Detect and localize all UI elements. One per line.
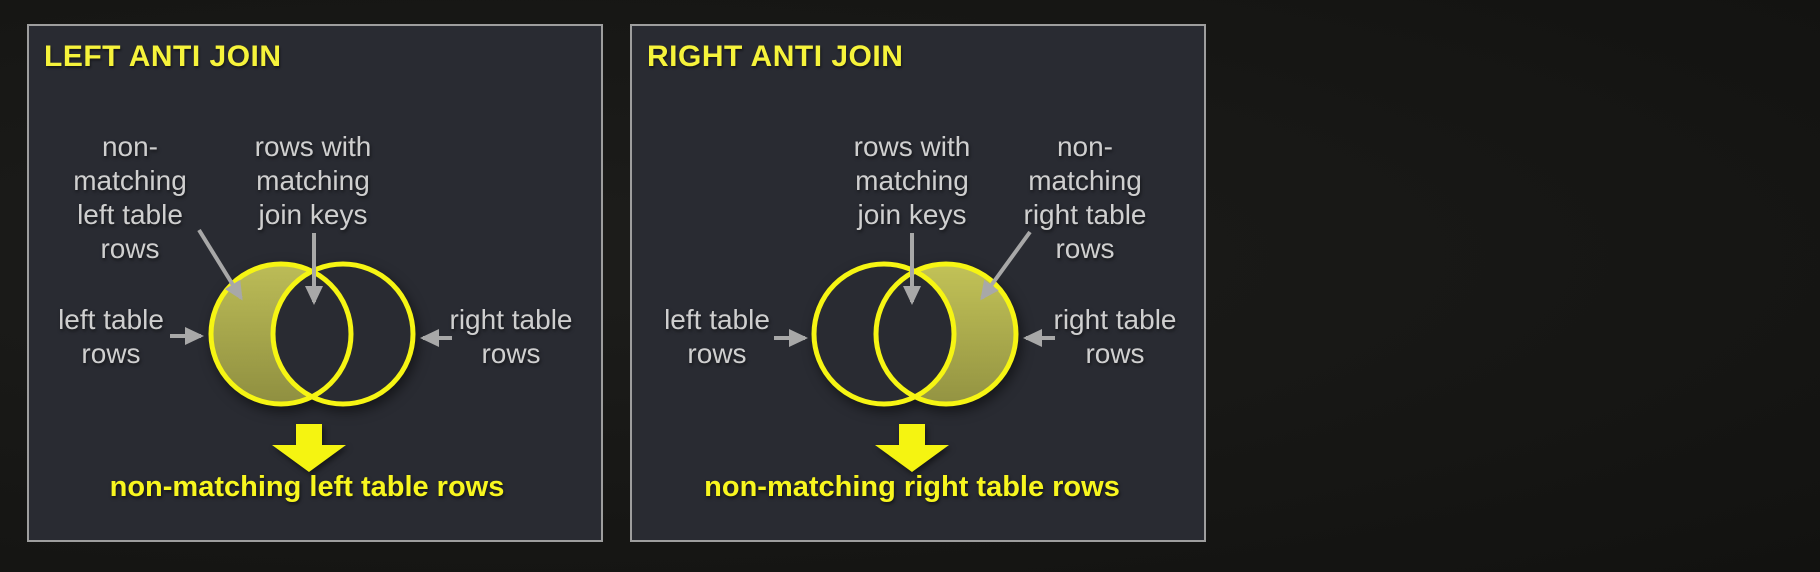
panel-title: RIGHT ANTI JOIN <box>647 40 904 73</box>
non-matching-right-label: non- matching right table rows <box>1023 131 1147 264</box>
left-anti-join-panel: LEFT ANTI JOIN non- matching left table … <box>27 24 603 542</box>
result-label: non-matching right table rows <box>704 471 1120 503</box>
non-matching-arrow-icon <box>980 230 1032 301</box>
matching-join-keys-label: rows with matching join keys <box>254 131 372 230</box>
result-label: non-matching left table rows <box>109 471 505 503</box>
right-anti-join-panel: RIGHT ANTI JOIN rows with matching join … <box>630 24 1206 542</box>
non-matching-left-label: non- matching left table rows <box>73 131 187 264</box>
right-circle <box>270 261 416 407</box>
left-table-rows-label: left table rows <box>58 304 164 369</box>
matching-join-keys-label: rows with matching join keys <box>853 131 971 230</box>
non-matching-arrow-icon <box>197 228 243 301</box>
right-table-rows-label: right table rows <box>1053 304 1177 369</box>
arrow-down-icon <box>875 424 949 472</box>
venn-diagram <box>774 230 1055 472</box>
right-table-rows-label: right table rows <box>449 304 573 369</box>
left-circle <box>208 261 354 407</box>
left-circle <box>811 261 957 407</box>
panel-title: LEFT ANTI JOIN <box>44 40 282 73</box>
right-circle <box>873 261 1019 407</box>
left-table-rows-label: left table rows <box>664 304 770 369</box>
venn-diagram <box>170 228 452 472</box>
arrow-down-icon <box>272 424 346 472</box>
